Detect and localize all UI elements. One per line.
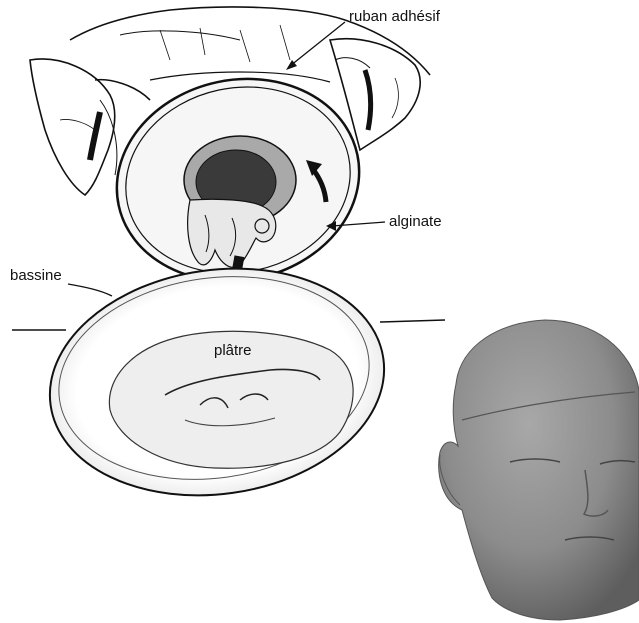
alginate-label: alginate	[389, 214, 442, 229]
basin	[12, 248, 445, 517]
plaster-cast-photo	[439, 320, 639, 620]
tape-label: ruban adhésif	[349, 9, 440, 24]
plaster-label: plâtre	[214, 343, 252, 358]
basin-leader	[68, 284, 112, 296]
basin-label: bassine	[10, 268, 62, 283]
